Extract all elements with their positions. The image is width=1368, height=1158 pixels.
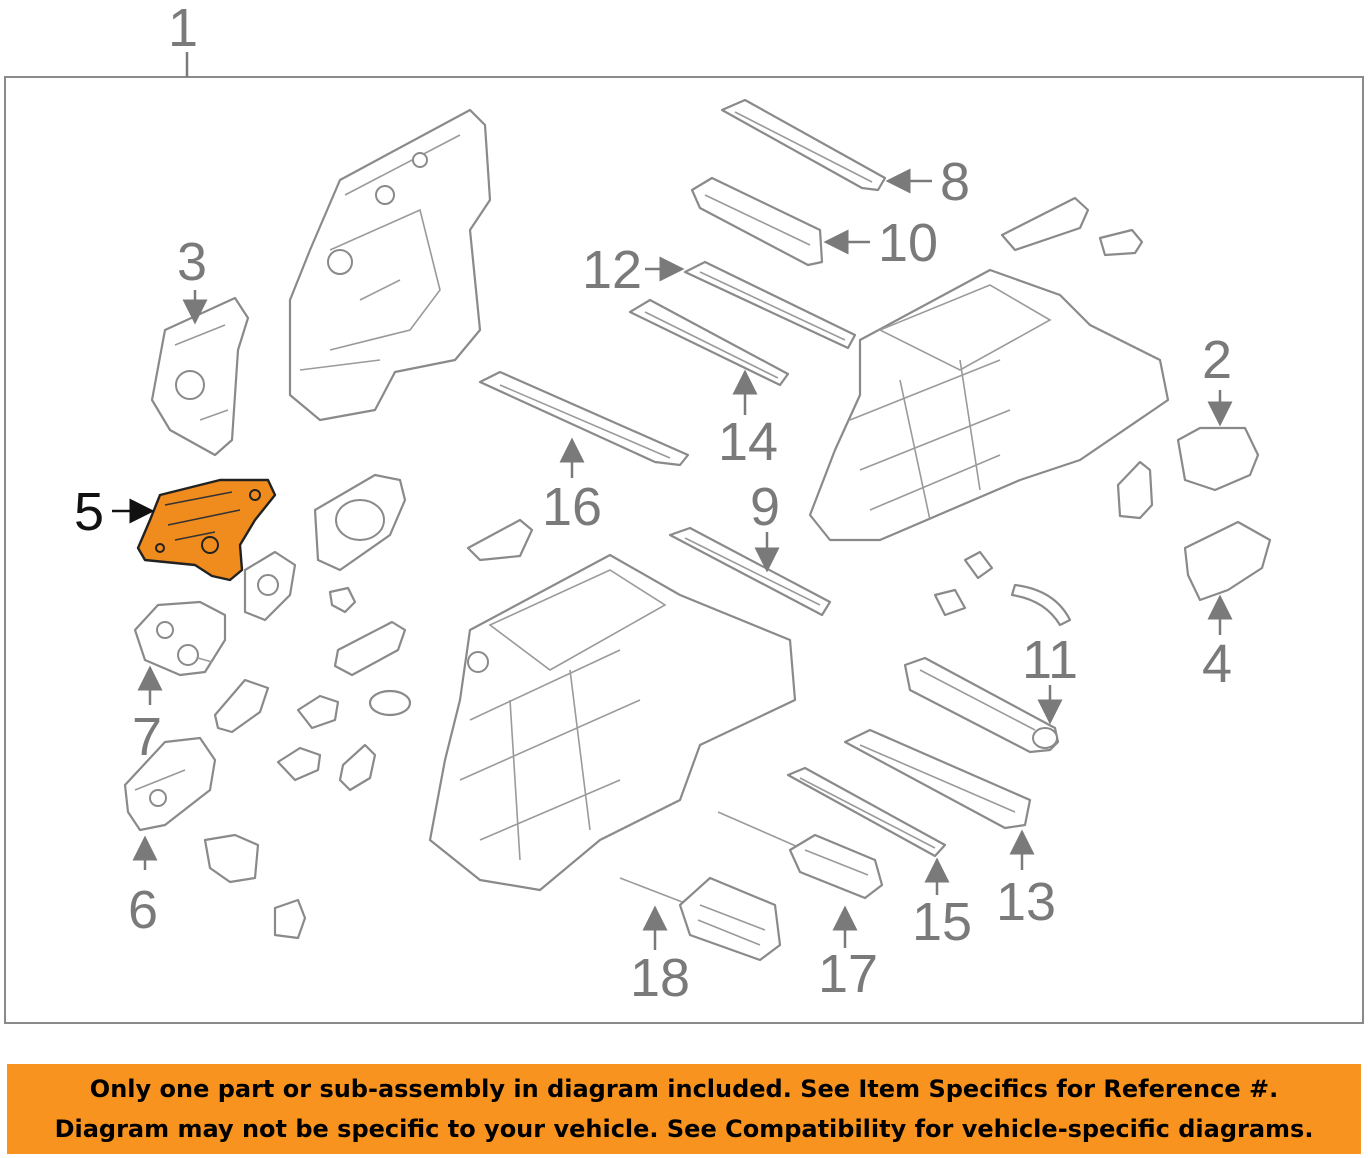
part-18 [619, 876, 782, 962]
part-small-cap-top-right [1098, 228, 1144, 257]
part-small-brackets [203, 550, 412, 940]
part-small-clip-left [466, 518, 534, 562]
disclaimer-line-2: Diagram may not be specific to your vehi… [54, 1115, 1314, 1143]
callout-1: 1 [168, 0, 198, 58]
part-upper-casing [288, 108, 492, 422]
callout-9: 9 [750, 477, 780, 537]
part-3 [150, 296, 250, 457]
assembly-frame [4, 76, 1364, 1024]
part-7 [133, 600, 227, 677]
part-14 [628, 298, 790, 387]
callout-6: 6 [128, 880, 158, 940]
part-small-tab-a [963, 550, 994, 580]
callout-4: 4 [1202, 634, 1232, 694]
callout-10: 10 [878, 213, 938, 273]
disclaimer-banner: Only one part or sub-assembly in diagram… [7, 1064, 1361, 1154]
callout-8: 8 [940, 152, 970, 212]
part-2 [1176, 426, 1260, 492]
part-curved-strip [1010, 583, 1072, 627]
part-small-bracket-top-right [1000, 196, 1090, 252]
callout-11: 11 [1022, 630, 1078, 690]
callout-13: 13 [996, 872, 1056, 932]
callout-5: 5 [74, 482, 104, 542]
parts-diagram: 1 3 5 [4, 0, 1364, 1024]
part-13 [843, 728, 1032, 830]
part-main-housing-right [808, 268, 1170, 542]
part-15 [786, 766, 947, 858]
part-11 [903, 656, 1060, 754]
disclaimer-line-1: Only one part or sub-assembly in diagram… [89, 1075, 1279, 1103]
part-8 [720, 98, 887, 192]
part-9 [668, 526, 832, 617]
part-17 [717, 811, 884, 900]
part-10 [690, 176, 824, 267]
part-16 [478, 370, 690, 467]
part-small-curved-bracket [1116, 460, 1154, 520]
callout-16: 16 [542, 477, 602, 537]
callout-3: 3 [177, 232, 207, 292]
part-main-housing-center [428, 553, 797, 892]
callout-18: 18 [630, 948, 690, 1008]
callout-12: 12 [582, 240, 642, 300]
part-5-highlighted [136, 478, 277, 582]
part-small-tab-b [933, 588, 967, 617]
callout-15: 15 [912, 892, 972, 952]
part-12 [683, 260, 857, 350]
part-motor-plate [313, 473, 407, 572]
callout-14: 14 [718, 412, 778, 472]
part-4 [1183, 520, 1272, 602]
part-6 [123, 736, 217, 832]
callout-17: 17 [818, 944, 878, 1004]
callout-2: 2 [1202, 330, 1232, 390]
